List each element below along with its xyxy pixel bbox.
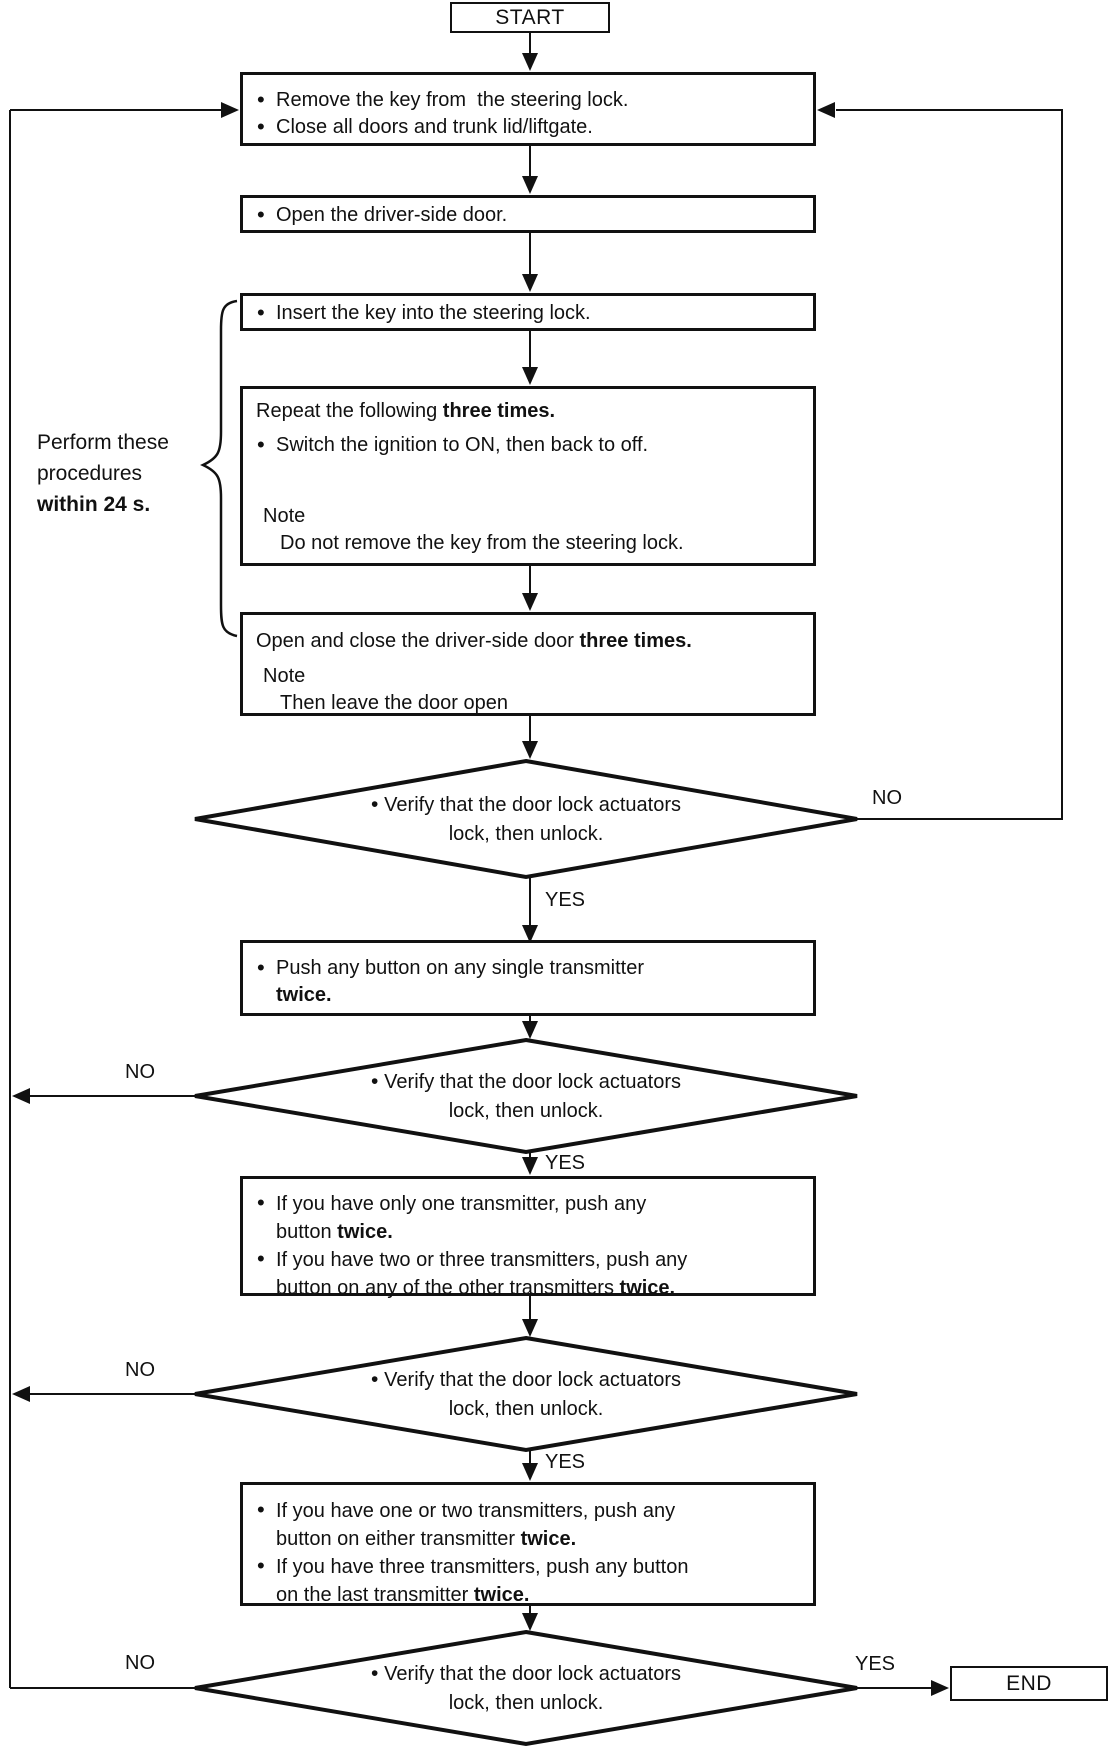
end-label: END bbox=[1006, 1671, 1052, 1695]
step-remove-key: Remove the key from the steering lock.Cl… bbox=[240, 72, 816, 146]
no-label-3: NO bbox=[125, 1359, 155, 1381]
no-label-4: NO bbox=[125, 1652, 155, 1674]
decision-verify-3: Verify that the door lock actuatorslock,… bbox=[316, 1365, 736, 1424]
step-open-close-door: Open and close the driver-side door thre… bbox=[240, 612, 816, 716]
step-open-driver-door: Open the driver-side door. bbox=[240, 195, 816, 233]
step-ignition-cycle: Repeat the following three times.Switch … bbox=[240, 386, 816, 566]
step-second-transmitter: If you have only one transmitter, push a… bbox=[240, 1176, 816, 1299]
feedback-lines bbox=[9, 109, 1063, 1689]
yes-label-4: YES bbox=[855, 1653, 896, 1675]
no-label-2: NO bbox=[125, 1061, 155, 1083]
step-push-single-transmitter: Push any button on any single transmitte… bbox=[240, 940, 816, 1016]
end-node: END bbox=[950, 1666, 1108, 1701]
arrowheads bbox=[12, 53, 949, 1696]
step-last-transmitter: If you have one or two transmitters, pus… bbox=[240, 1482, 816, 1606]
yes-label-2: YES bbox=[545, 1152, 586, 1174]
step-insert-key: Insert the key into the steering lock. bbox=[240, 293, 816, 331]
decision-verify-2: Verify that the door lock actuatorslock,… bbox=[316, 1067, 736, 1126]
start-label: START bbox=[495, 5, 565, 29]
yes-label-1: YES bbox=[545, 889, 586, 911]
yes-label-3: YES bbox=[545, 1451, 586, 1473]
decision-verify-4: Verify that the door lock actuatorslock,… bbox=[316, 1659, 736, 1718]
decision-verify-1: Verify that the door lock actuatorslock,… bbox=[316, 790, 736, 849]
brace-icon bbox=[200, 299, 238, 638]
start-node: START bbox=[450, 2, 610, 33]
no-label-1: NO bbox=[872, 787, 902, 809]
